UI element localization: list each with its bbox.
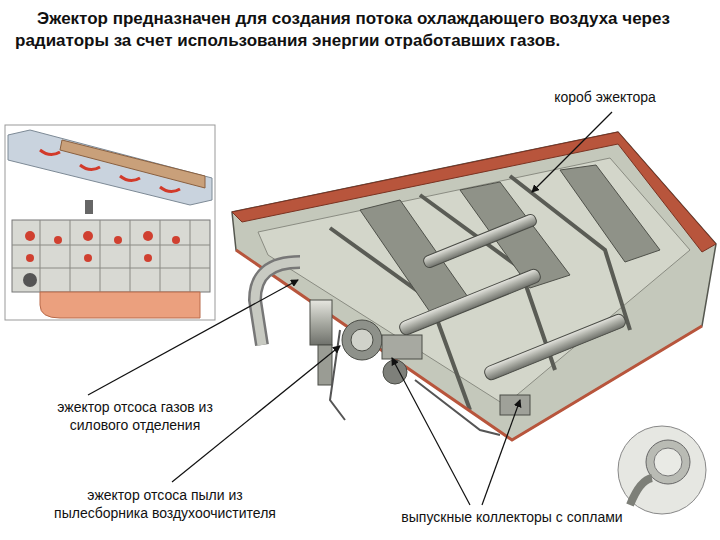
leader-lines [88, 112, 612, 505]
ejector-box [232, 132, 716, 440]
part-label: эжектор отсоса газов из силового отделен… [35, 398, 235, 434]
heading: Эжектор предназначен для создания потока… [15, 8, 685, 52]
part-label: короб эжектора [520, 88, 690, 106]
inset-schematic [5, 125, 215, 320]
part-label: выпускные коллекторы с соплами [362, 508, 662, 526]
nozzle-detail [618, 426, 706, 514]
ejector-pipes [255, 262, 530, 435]
part-label: эжектор отсоса пыли из пылесборника возд… [45, 486, 285, 522]
